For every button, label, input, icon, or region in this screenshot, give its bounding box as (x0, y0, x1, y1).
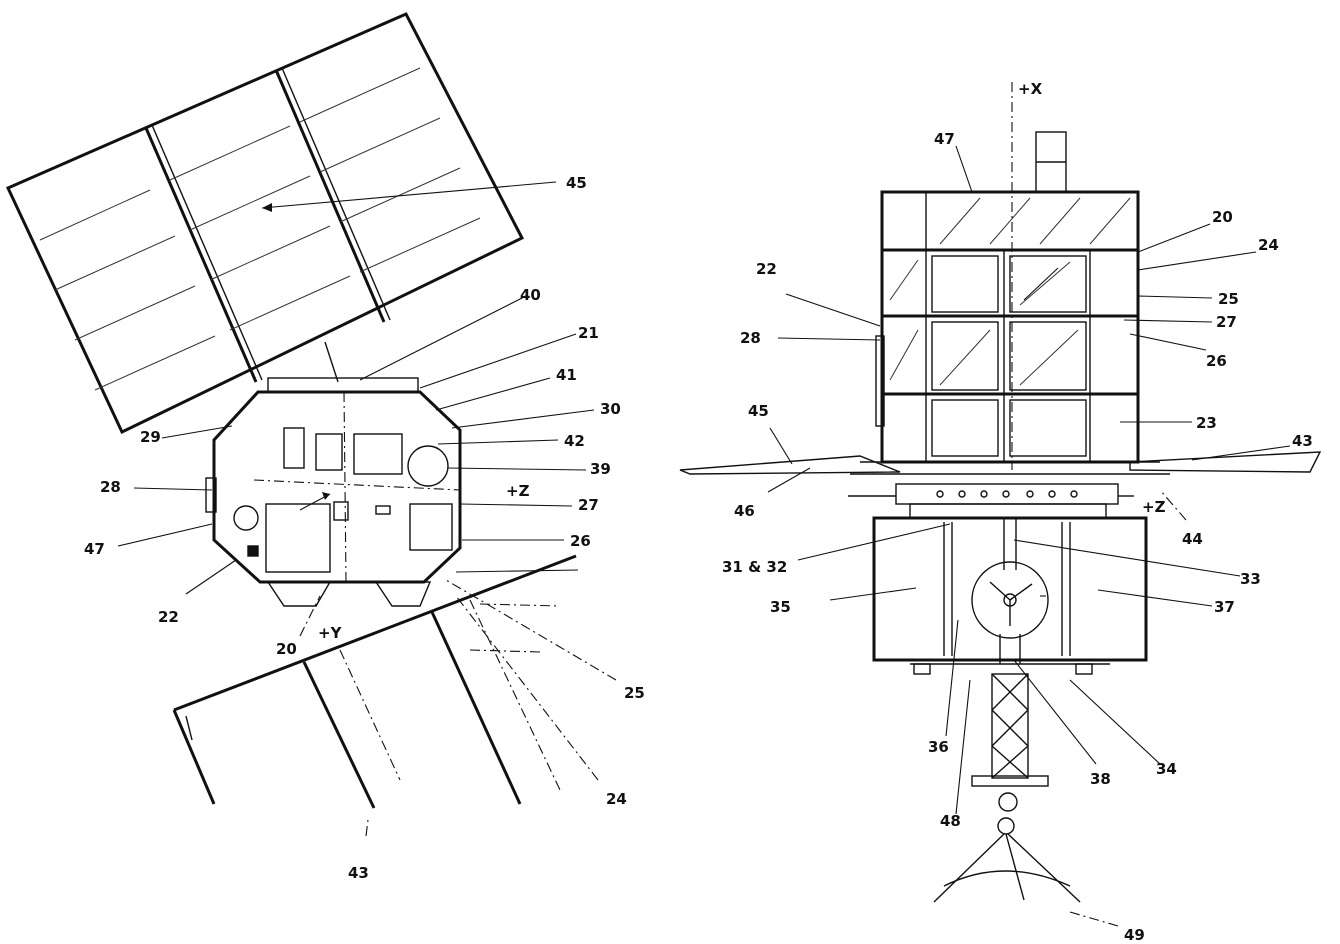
axis-plus-y: +Y (318, 624, 343, 642)
right-view: +X 47 20 24 22 25 27 28 26 45 23 43 +Z 4… (679, 80, 1322, 944)
right-view-leaders (767, 145, 1291, 927)
label-26-right: 26 (1206, 352, 1227, 370)
axis-plus-x: +X (1018, 80, 1043, 98)
axis-plus-z-left: +Z (506, 482, 530, 500)
label-45-left: 45 (566, 174, 587, 192)
label-24-left: 24 (606, 790, 627, 808)
label-43-left: 43 (348, 864, 369, 882)
label-37: 37 (1214, 598, 1235, 616)
label-45-right: 45 (748, 402, 769, 420)
label-34: 34 (1156, 760, 1177, 778)
label-38: 38 (1090, 770, 1111, 788)
label-30: 30 (600, 400, 621, 418)
edge-solar-arrays (679, 451, 1322, 475)
label-28-right: 28 (740, 329, 761, 347)
label-39: 39 (590, 460, 611, 478)
label-25-right: 25 (1218, 290, 1239, 308)
label-46: 46 (734, 502, 755, 520)
label-24-right: 24 (1258, 236, 1279, 254)
axis-plus-z-right: +Z (1142, 498, 1166, 516)
upper-solar-array (5, 12, 525, 435)
label-47-left: 47 (84, 540, 105, 558)
label-48: 48 (940, 812, 961, 830)
lower-solar-array (172, 554, 577, 809)
label-25-left: 25 (624, 684, 645, 702)
label-33: 33 (1240, 570, 1261, 588)
label-44: 44 (1182, 530, 1203, 548)
label-22-left: 22 (158, 608, 179, 626)
label-28-left: 28 (100, 478, 121, 496)
label-43-right: 43 (1292, 432, 1313, 450)
label-27-left: 27 (578, 496, 599, 514)
label-49: 49 (1124, 926, 1145, 944)
satellite-body-side (205, 377, 462, 607)
label-40: 40 (520, 286, 541, 304)
launch-adapter-truss (933, 673, 1081, 903)
label-21: 21 (578, 324, 599, 342)
left-view-leaders (117, 181, 617, 837)
label-47-right: 47 (934, 130, 955, 148)
label-31-32: 31 & 32 (722, 558, 787, 576)
label-41: 41 (556, 366, 577, 384)
upper-body-panels (875, 190, 1140, 464)
label-23: 23 (1196, 414, 1217, 432)
label-35: 35 (770, 598, 791, 616)
label-22-right: 22 (756, 260, 777, 278)
label-20-left: 20 (276, 640, 297, 658)
label-42: 42 (564, 432, 585, 450)
label-20-right: 20 (1212, 208, 1233, 226)
label-27-right: 27 (1216, 313, 1237, 331)
label-29: 29 (140, 428, 161, 446)
label-36: 36 (928, 738, 949, 756)
label-26-left: 26 (570, 532, 591, 550)
left-view: 45 40 21 41 30 42 39 +Z 27 26 25 24 29 2… (5, 12, 645, 882)
lower-module (872, 516, 1148, 675)
